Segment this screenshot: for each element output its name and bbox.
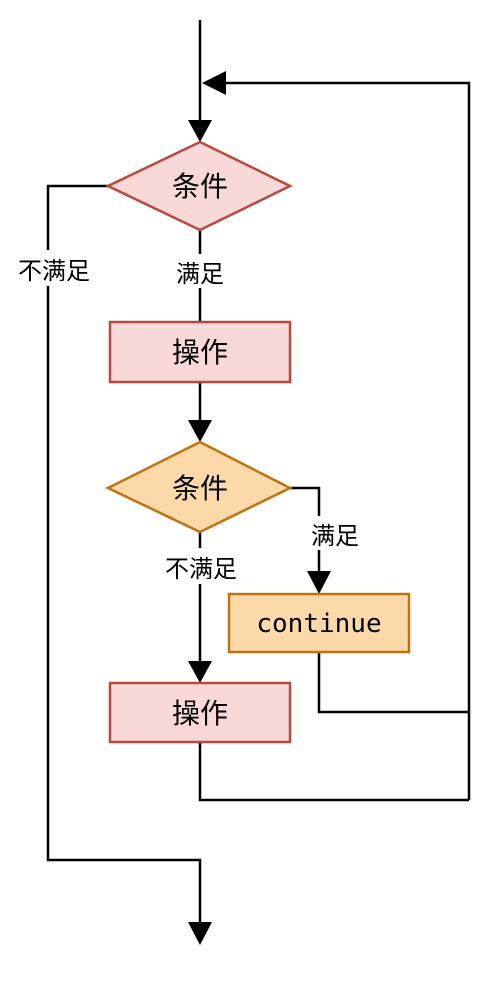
node-op2-shape — [108, 681, 292, 744]
arrowhead-exit — [188, 922, 212, 945]
node-cond1-shape — [105, 140, 293, 232]
arrowhead-continue — [307, 571, 331, 594]
arrowhead-entry — [188, 120, 212, 142]
node-cond1-label: 条件 — [172, 170, 228, 203]
edge-continue-to-loop — [317, 652, 469, 714]
edge-label-bg — [150, 548, 252, 584]
node-continue-label: continue — [256, 609, 381, 639]
edge-label-cond2-yes: 满足 — [311, 522, 359, 550]
node-cond2-label: 条件 — [172, 472, 228, 505]
node-op2-label: 操作 — [172, 697, 228, 730]
edge-label-cond1-yes: 满足 — [176, 260, 224, 288]
node-continue-shape — [227, 592, 411, 654]
edge-op2-to-loop — [198, 742, 469, 802]
arrowhead-cond2 — [188, 420, 212, 442]
arrowhead-op2 — [188, 661, 212, 683]
edge-label-bg — [298, 516, 372, 550]
node-op1-shape — [108, 320, 292, 384]
edge-loop-back — [222, 81, 471, 800]
node-op1-label: 操作 — [172, 336, 228, 369]
edge-label-bg — [164, 254, 236, 288]
edge-label-cond2-no: 不满足 — [165, 555, 237, 583]
edge-cond1-no — [46, 184, 202, 925]
arrowhead-loop-back — [202, 71, 226, 95]
node-cond2-shape — [105, 440, 293, 534]
edge-label-bg — [4, 250, 104, 286]
edge-label-cond1-no: 不满足 — [18, 257, 90, 285]
